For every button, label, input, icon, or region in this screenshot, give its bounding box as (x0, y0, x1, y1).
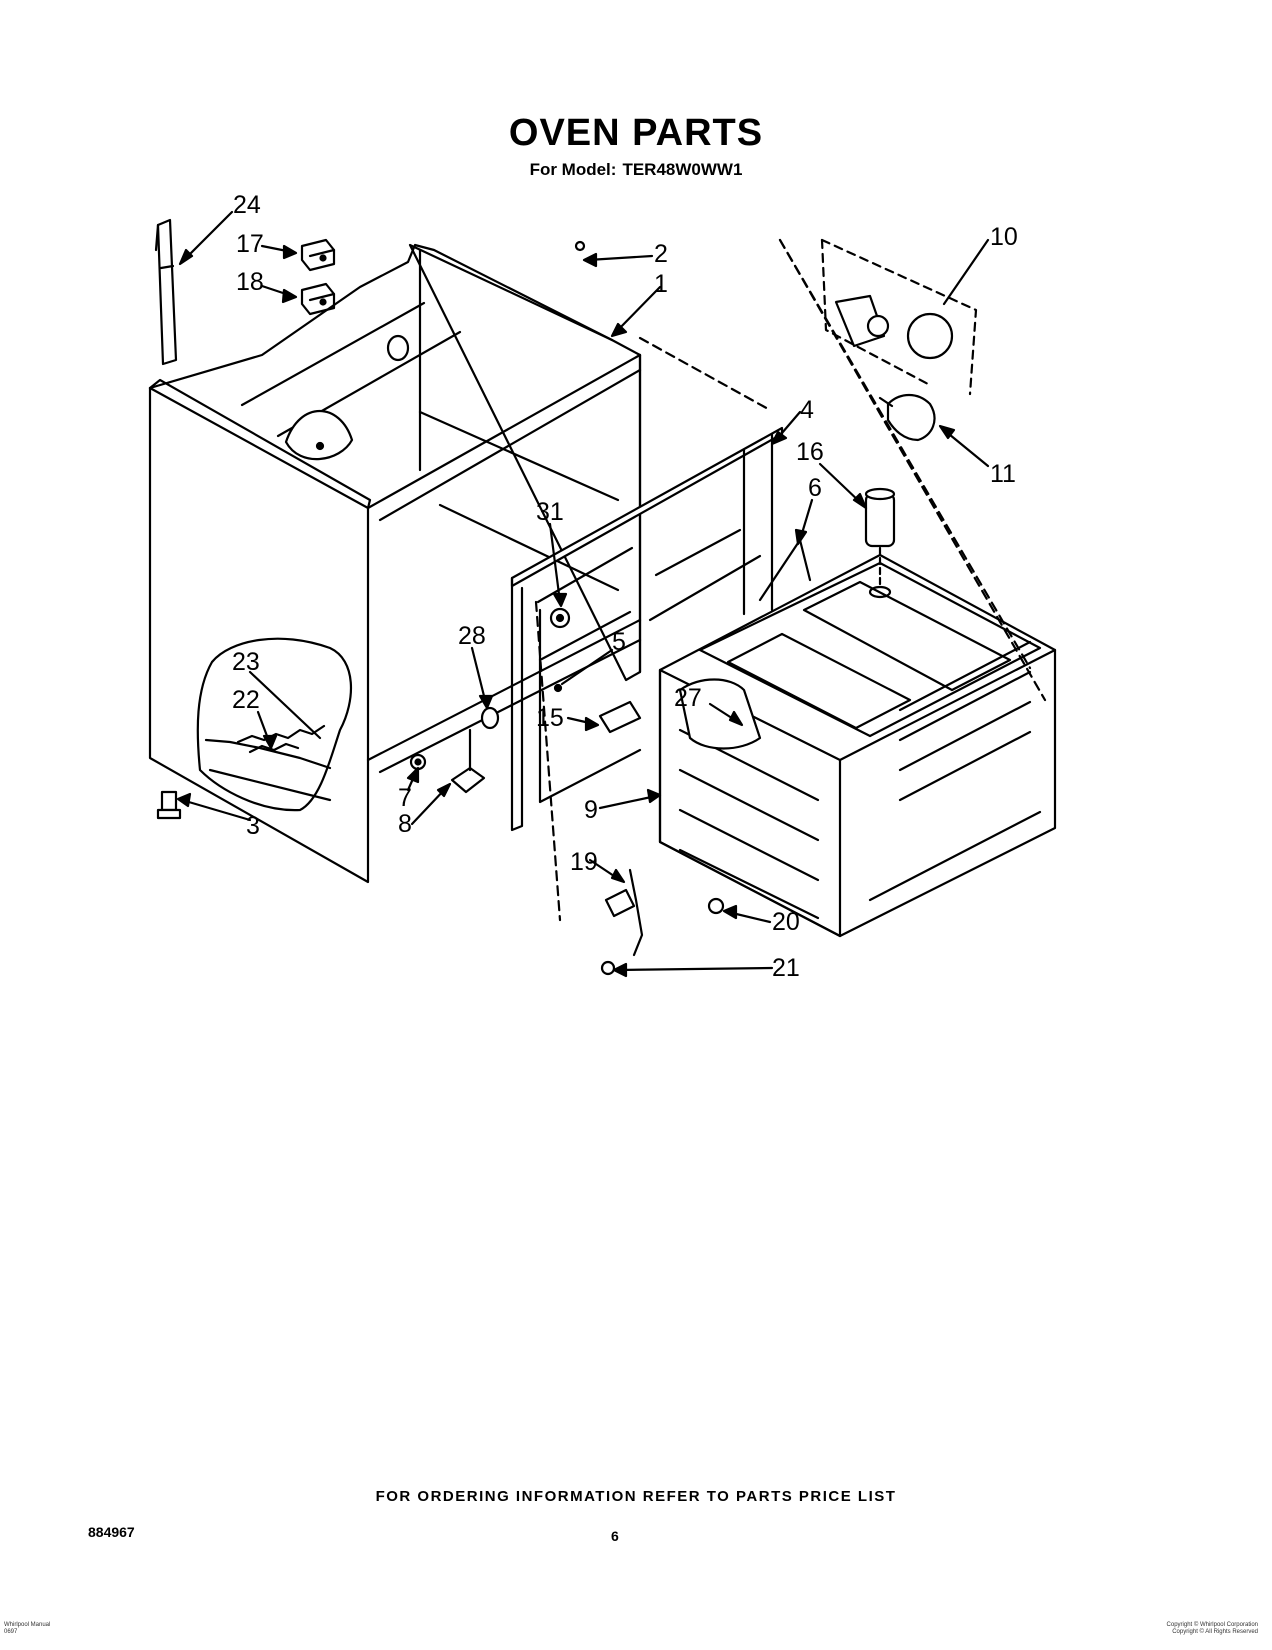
small-print-right-line: Copyright © All Rights Reserved (1172, 1629, 1258, 1635)
callout-28: 28 (458, 622, 486, 650)
small-print-right-line: Copyright © Whirlpool Corporation (1166, 1622, 1258, 1628)
callout-31: 31 (536, 498, 564, 526)
callout-15: 15 (536, 704, 564, 732)
callout-5: 5 (612, 628, 626, 656)
callout-10: 10 (990, 223, 1018, 251)
vent-tube-part (154, 218, 178, 366)
callout-4: 4 (800, 396, 814, 424)
callout-labels: 24 17 18 2 1 10 11 4 16 6 31 28 5 15 27 … (232, 191, 1018, 982)
callout-17: 17 (236, 230, 264, 258)
callout-22: 22 (232, 686, 260, 714)
light-lens-part (864, 487, 896, 599)
callout-16: 16 (796, 438, 824, 466)
callout-24: 24 (233, 191, 261, 219)
oven-liner-part (658, 538, 1057, 938)
oven-cabinet-part (148, 243, 642, 884)
callout-9: 9 (584, 796, 598, 824)
small-print-left-line: Whirlpool Manual (4, 1622, 51, 1628)
hardware-parts (409, 240, 725, 976)
model-subtitle: For Model: TER48W0WW1 (0, 160, 1272, 180)
ordering-footer: FOR ORDERING INFORMATION REFER TO PARTS … (375, 1488, 897, 1505)
model-number: TER48W0WW1 (622, 160, 743, 179)
small-print-left-line: 0697 (4, 1629, 18, 1635)
switch-part-17 (300, 238, 336, 272)
page-number: 6 (611, 1528, 619, 1544)
callout-23: 23 (232, 648, 260, 676)
callout-1: 1 (654, 270, 668, 298)
switch-part-18 (300, 282, 336, 316)
callout-3: 3 (246, 812, 260, 840)
model-prefix: For Model: (529, 160, 617, 179)
document-number: 884967 (88, 1524, 135, 1540)
light-socket-part (820, 238, 978, 442)
callout-8: 8 (398, 810, 412, 838)
callout-19: 19 (570, 848, 598, 876)
callout-2: 2 (654, 240, 668, 268)
locator-lines (534, 238, 1047, 922)
small-print-right: Copyright © Whirlpool Corporation Copyri… (1167, 1622, 1258, 1636)
page-title: OVEN PARTS (508, 112, 764, 154)
callout-7: 7 (398, 784, 412, 812)
callout-11: 11 (990, 460, 1016, 488)
callout-20: 20 (772, 908, 800, 936)
callout-6: 6 (808, 474, 822, 502)
small-print-left: Whirlpool Manual 0697 (4, 1622, 50, 1636)
callout-18: 18 (236, 268, 264, 296)
callout-21: 21 (772, 954, 800, 982)
callout-27: 27 (674, 684, 702, 712)
leader-arrows (176, 210, 990, 978)
